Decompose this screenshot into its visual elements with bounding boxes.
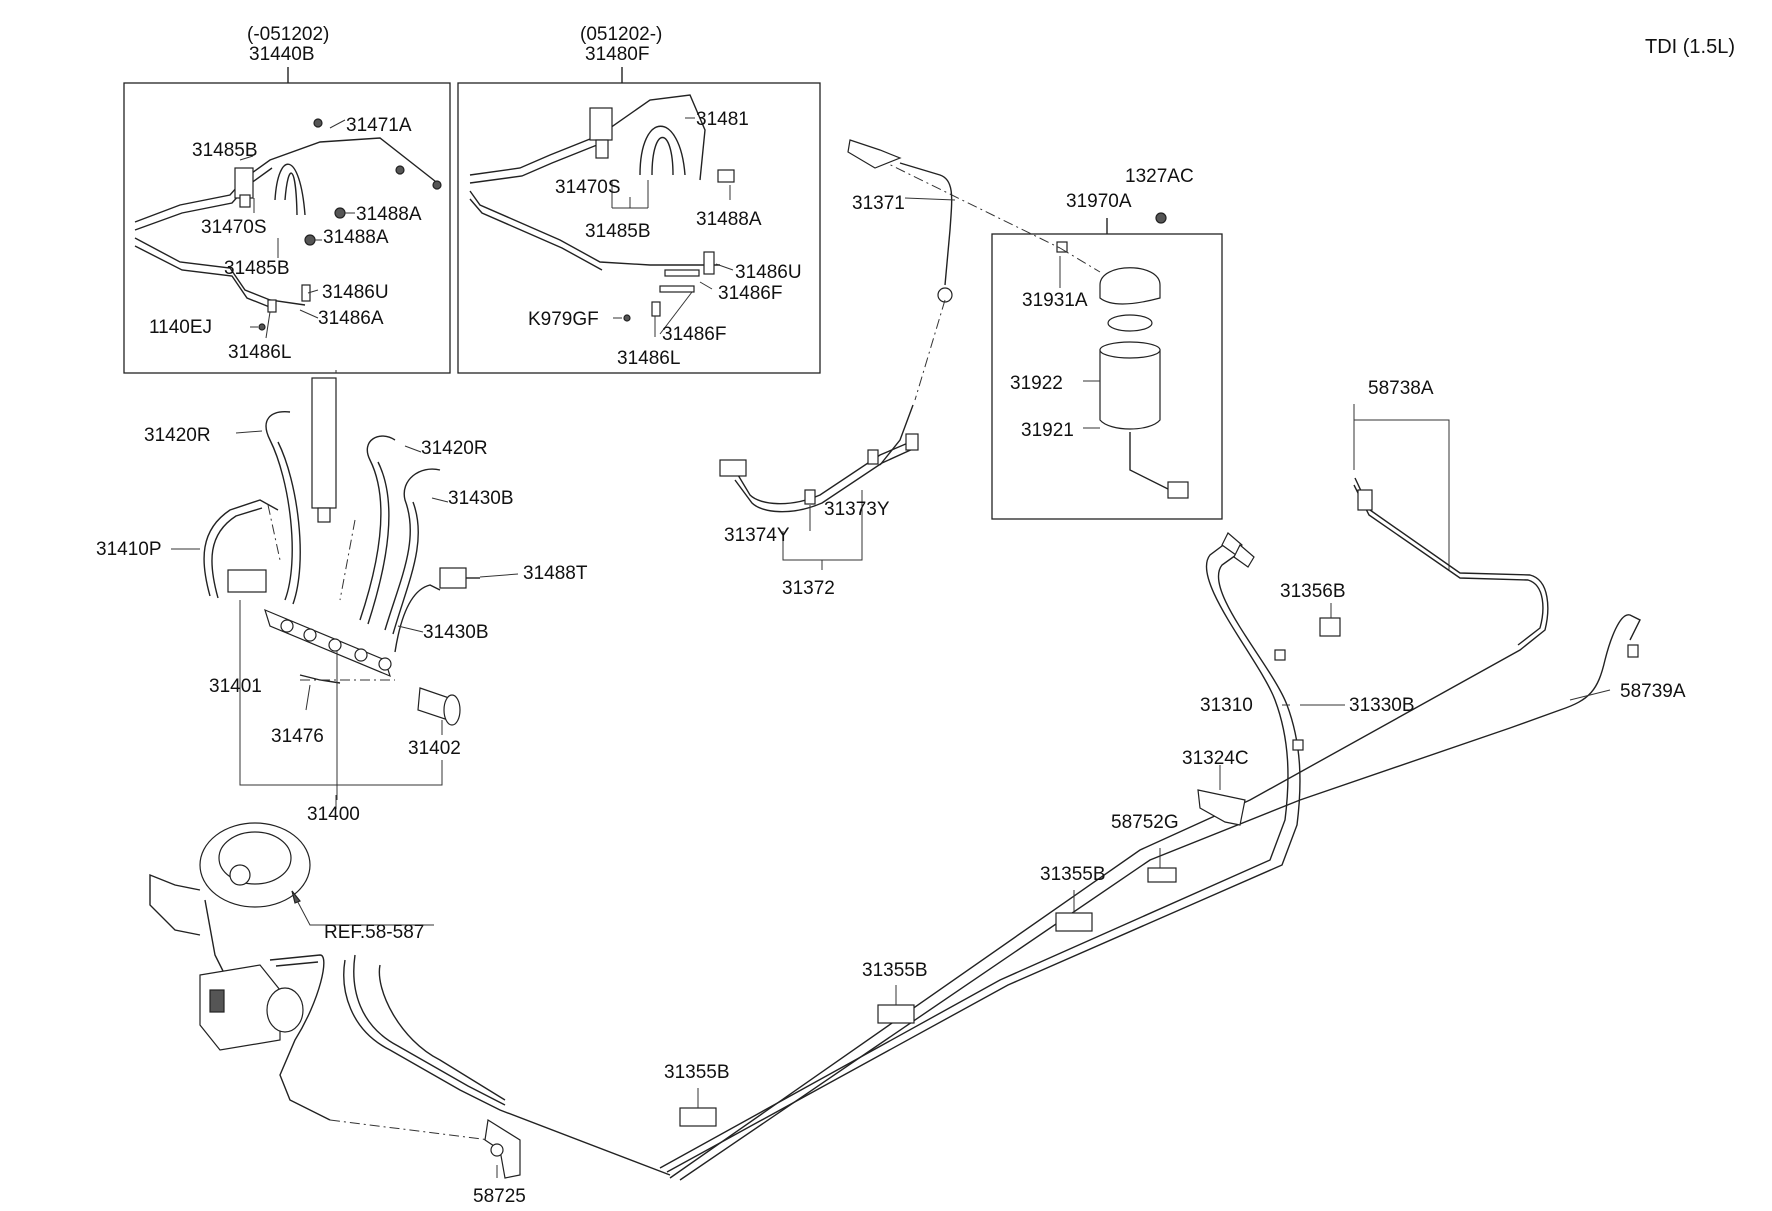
clip-58752G (1147, 867, 1177, 883)
label-31486L-b: 31486L (617, 348, 680, 369)
label-31324C: 31324C (1182, 748, 1249, 769)
fuel-filter-31970A (1056, 212, 1189, 499)
label-ref: REF.58-587 (324, 922, 424, 943)
harness-58738A (669, 477, 1549, 1179)
label-31486U-a: 31486U (322, 282, 389, 303)
fuel-hose-31371 (847, 139, 953, 466)
diagram-title: TDI (1.5L) (1645, 36, 1735, 58)
label-31420R-a: 31420R (144, 425, 211, 446)
label-31374Y: 31374Y (724, 525, 790, 546)
label-58738A: 58738A (1368, 378, 1434, 399)
label-31922: 31922 (1010, 373, 1063, 394)
label-31470S-a: 31470S (201, 217, 267, 238)
label-31488T: 31488T (523, 563, 588, 584)
label-K979GF: K979GF (528, 309, 599, 330)
label-31485B-a: 31485B (192, 140, 258, 161)
clip-31356B (1319, 617, 1341, 637)
label-31430B-a: 31430B (448, 488, 514, 509)
label-1140EJ: 1140EJ (149, 317, 212, 338)
label-31486U-b: 31486U (735, 262, 802, 283)
harness-58739A (679, 614, 1641, 1181)
label-31430B-b: 31430B (423, 622, 489, 643)
label-31371: 31371 (852, 193, 905, 214)
label-051202a: (-051202) (247, 24, 329, 45)
label-58725: 58725 (473, 1186, 526, 1207)
label-31355B-c: 31355B (664, 1062, 730, 1083)
label-58752G: 58752G (1111, 812, 1179, 833)
label-31310: 31310 (1200, 695, 1253, 716)
label-31470S-b: 31470S (555, 177, 621, 198)
label-31485B-c: 31485B (585, 221, 651, 242)
fuel-hose-31372 (719, 433, 919, 513)
label-31401: 31401 (209, 676, 262, 697)
label-31440B: 31440B (249, 44, 315, 65)
label-31488A-c: 31488A (696, 209, 762, 230)
label-051202b: (051202-) (580, 24, 662, 45)
label-31921: 31921 (1021, 420, 1074, 441)
group-box-31440B (123, 82, 451, 374)
label-31486L-a: 31486L (228, 342, 291, 363)
brake-booster-ref (149, 822, 311, 986)
label-31402: 31402 (408, 738, 461, 759)
label-31410P: 31410P (96, 539, 162, 560)
fuel-line-31310-31330B (659, 532, 1304, 1173)
label-31400: 31400 (307, 804, 360, 825)
group-box-31480F (457, 82, 821, 374)
label-31486F-a: 31486F (718, 283, 782, 304)
clip-31355B-1 (1055, 912, 1093, 932)
label-31476: 31476 (271, 726, 324, 747)
common-rail-assembly-31400 (227, 377, 480, 726)
label-58739A: 58739A (1620, 681, 1686, 702)
label-31970A: 31970A (1066, 191, 1132, 212)
label-31420R-b: 31420R (421, 438, 488, 459)
diesel-pipe-assembly-31480F (469, 94, 735, 322)
label-31931A: 31931A (1022, 290, 1088, 311)
label-31486A: 31486A (318, 308, 384, 329)
label-31481: 31481 (696, 109, 749, 130)
label-31356B: 31356B (1280, 581, 1346, 602)
clip-31355B-3 (679, 1107, 717, 1127)
label-1327AC: 1327AC (1125, 166, 1194, 187)
label-31330B: 31330B (1349, 695, 1415, 716)
label-31372: 31372 (782, 578, 835, 599)
label-31488A-b: 31488A (323, 227, 389, 248)
label-31355B-a: 31355B (1040, 864, 1106, 885)
label-31488A-a: 31488A (356, 204, 422, 225)
label-31373Y: 31373Y (824, 499, 890, 520)
label-31480F: 31480F (585, 44, 649, 65)
label-31355B-b: 31355B (862, 960, 928, 981)
label-31471A: 31471A (346, 115, 412, 136)
abs-modulator (199, 964, 304, 1051)
clip-31355B-2 (877, 1004, 915, 1024)
bracket-58725 (484, 1119, 521, 1179)
label-31486F-b: 31486F (662, 324, 726, 345)
label-31485B-b: 31485B (224, 258, 290, 279)
bracket-31324C (1197, 789, 1246, 826)
